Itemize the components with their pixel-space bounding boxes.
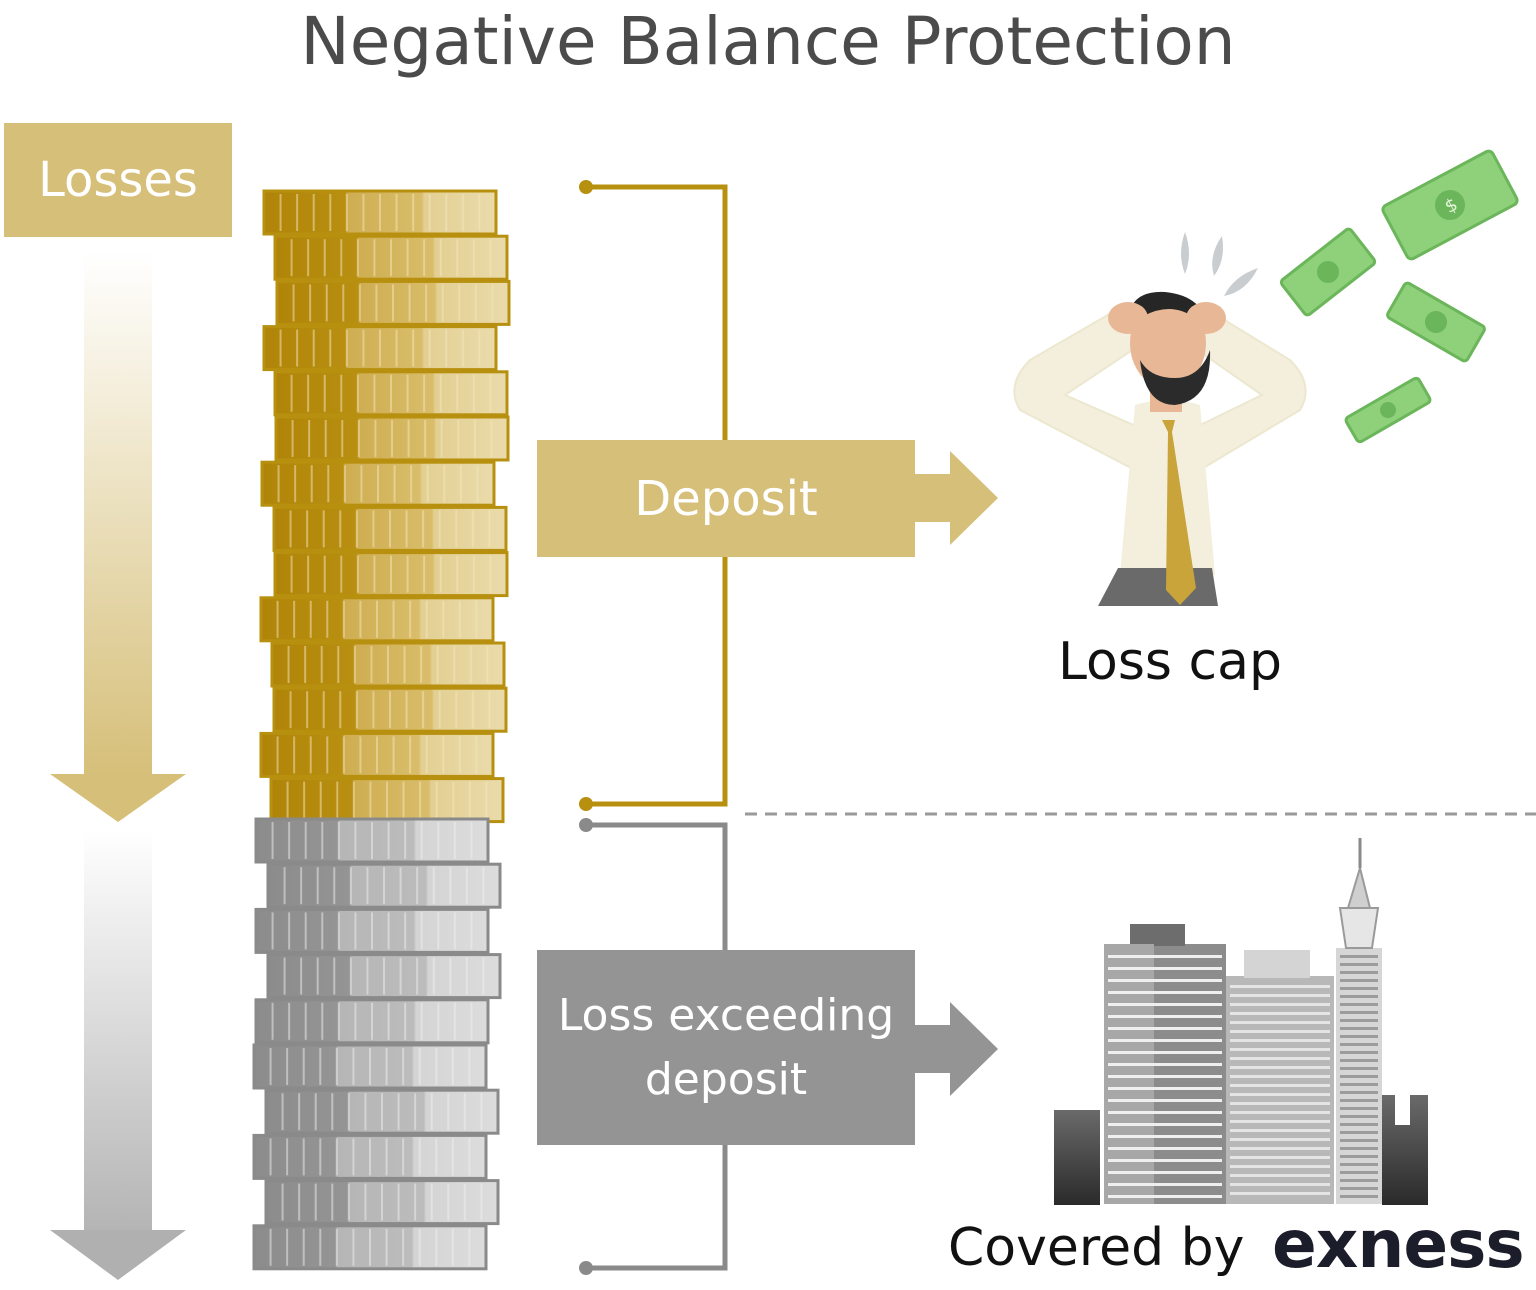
gold-coin-stack	[259, 189, 511, 824]
deposit-label: Deposit	[634, 470, 818, 527]
stressed-businessman-icon	[1013, 232, 1307, 606]
losses-label-box: Losses	[4, 123, 232, 237]
exceed-label-line1: Loss exceeding	[557, 989, 895, 1041]
losses-label: Losses	[38, 152, 198, 208]
loss-cap-label: Loss cap	[1057, 632, 1283, 692]
exceed-arrow-box	[537, 950, 998, 1145]
page-title: Negative Balance Protection	[300, 3, 1236, 80]
covered-by-label: Covered by	[948, 1218, 1245, 1278]
exness-logo: exness	[1272, 1206, 1525, 1283]
losses-arrow-grey	[50, 830, 186, 1280]
flying-banknotes-icon: $	[1279, 149, 1519, 444]
losses-arrow-gold	[50, 252, 186, 822]
deposit-arrow-box	[537, 440, 998, 557]
exceed-label: Loss exceeding deposit	[537, 950, 915, 1145]
exceed-label-line2: deposit	[644, 1053, 808, 1105]
grey-coin-stack	[252, 817, 502, 1271]
city-buildings-icon	[1054, 838, 1428, 1205]
